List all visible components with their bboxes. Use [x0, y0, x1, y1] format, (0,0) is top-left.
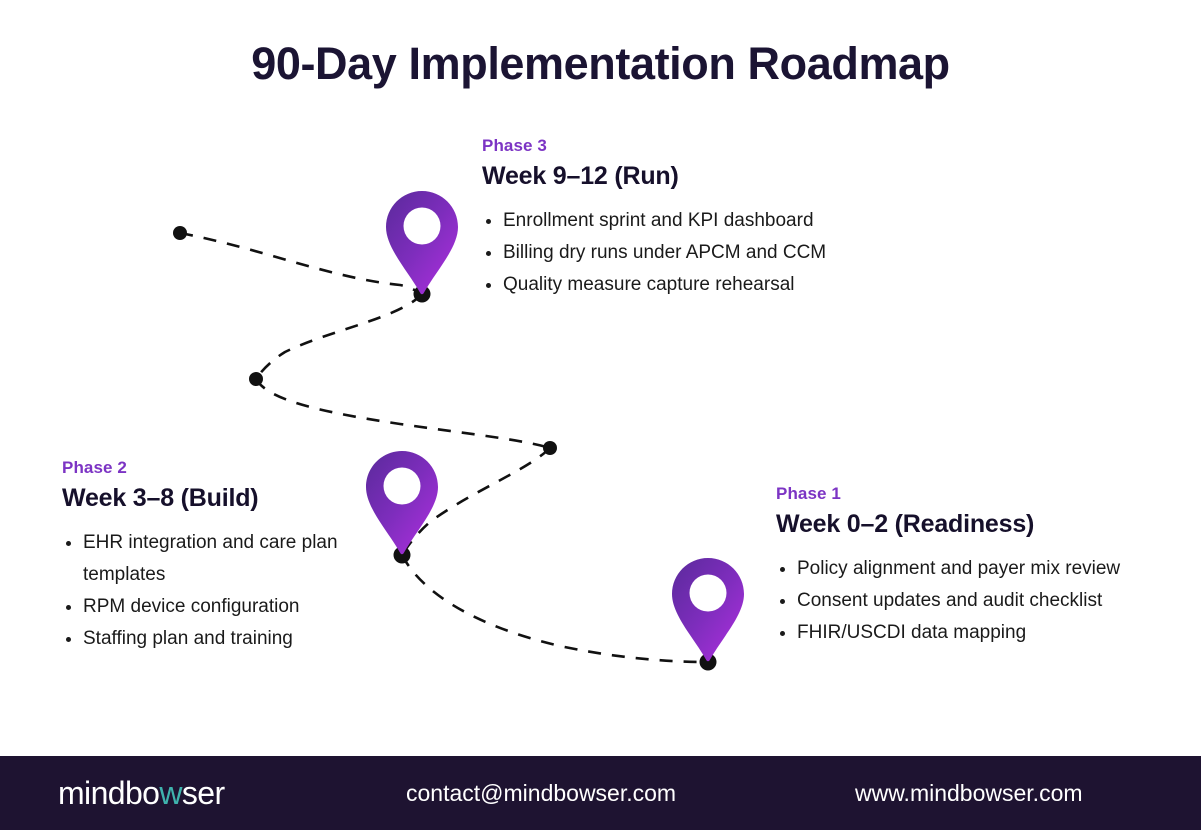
- brand-logo-suffix: ser: [181, 774, 225, 811]
- map-pin-icon-phase-2: [366, 451, 438, 555]
- phase-block-3: Phase 3 Week 9–12 (Run) Enrollment sprin…: [482, 136, 902, 301]
- list-item: Quality measure capture rehearsal: [482, 269, 902, 301]
- phase-block-2: Phase 2 Week 3–8 (Build) EHR integration…: [62, 458, 380, 655]
- phase-3-bullet-list: Enrollment sprint and KPI dashboard Bill…: [482, 205, 902, 301]
- path-segment-2: [254, 293, 423, 380]
- brand-logo-accent-letter: w: [159, 774, 182, 811]
- phase-1-bullet-list: Policy alignment and payer mix review Co…: [776, 553, 1176, 649]
- brand-logo-prefix: mindbo: [58, 774, 160, 811]
- list-item: Enrollment sprint and KPI dashboard: [482, 205, 902, 237]
- phase-2-heading: Week 3–8 (Build): [62, 484, 259, 512]
- phase-1-heading: Week 0–2 (Readiness): [776, 510, 1035, 538]
- waypoint-start: [173, 226, 187, 240]
- waypoint-bend-1: [249, 372, 263, 386]
- list-item: Policy alignment and payer mix review: [776, 553, 1176, 585]
- footer-website-link[interactable]: www.mindbowser.com: [855, 779, 1083, 806]
- list-item: RPM device configuration: [62, 591, 380, 623]
- list-item: FHIR/USCDI data mapping: [776, 617, 1176, 649]
- footer-email-link[interactable]: contact@mindbowser.com: [406, 779, 677, 806]
- list-item: Staffing plan and training: [62, 623, 380, 655]
- path-segment-5: [400, 554, 709, 664]
- brand-logo: mindbowser: [58, 775, 225, 812]
- phase-2-kicker: Phase 2: [62, 458, 127, 477]
- map-pin-icon-phase-1: [672, 558, 744, 662]
- waypoint-bend-2: [543, 441, 557, 455]
- footer-bar: mindbowser contact@mindbowser.com www.mi…: [0, 756, 1201, 830]
- list-item: EHR integration and care plan templates: [62, 527, 380, 591]
- list-item: Billing dry runs under APCM and CCM: [482, 237, 902, 269]
- phase-3-heading: Week 9–12 (Run): [482, 162, 679, 190]
- phase-3-kicker: Phase 3: [482, 136, 547, 155]
- phase-1-kicker: Phase 1: [776, 484, 841, 503]
- phase-block-1: Phase 1 Week 0–2 (Readiness) Policy alig…: [776, 484, 1176, 649]
- list-item: Consent updates and audit checklist: [776, 585, 1176, 617]
- path-segment-3: [254, 378, 551, 450]
- map-pin-icon-phase-3: [386, 191, 458, 295]
- phase-2-bullet-list: EHR integration and care plan templates …: [62, 527, 380, 655]
- page-title: 90-Day Implementation Roadmap: [251, 38, 950, 89]
